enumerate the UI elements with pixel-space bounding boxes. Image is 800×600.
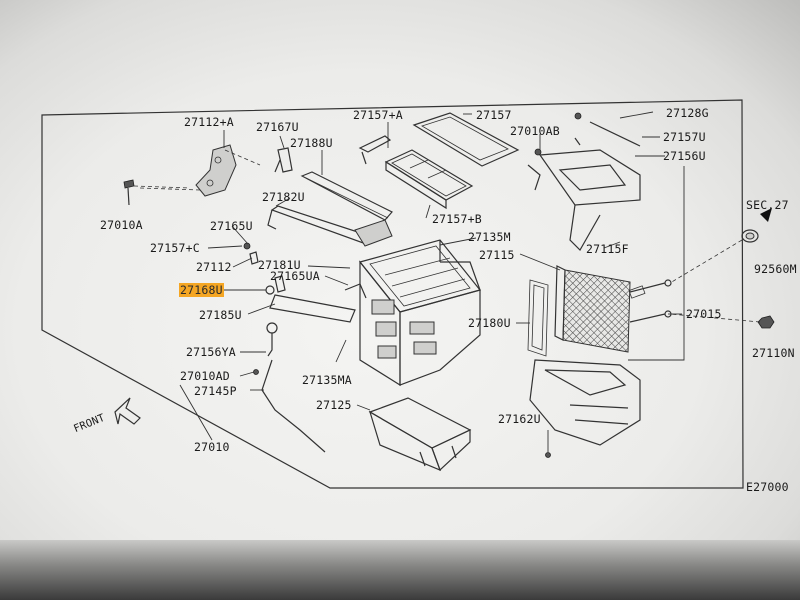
label-27162u: 27162U bbox=[498, 412, 541, 426]
label-sec27: SEC.27 bbox=[746, 198, 789, 212]
label-27110n: 27110N bbox=[752, 346, 795, 360]
label-27156ya: 27156YA bbox=[186, 345, 236, 359]
label-27010a: 27010A bbox=[100, 218, 143, 232]
rod-27128g bbox=[534, 112, 641, 156]
grommet-92560m bbox=[669, 208, 772, 284]
label-27188u: 27188U bbox=[290, 136, 333, 150]
nut-27110n bbox=[669, 313, 775, 329]
label-92560m: 92560M bbox=[754, 262, 797, 276]
label-27157a: 27157+A bbox=[353, 108, 403, 122]
filter-strip-27188u bbox=[300, 171, 393, 221]
label-27010ab: 27010AB bbox=[510, 124, 560, 138]
label-27167u: 27167U bbox=[256, 120, 299, 134]
label-27182u: 27182U bbox=[262, 190, 305, 204]
boundary-outline bbox=[41, 99, 744, 489]
label-27157c: 27157+C bbox=[150, 241, 200, 255]
lever-parts bbox=[243, 242, 367, 323]
label-27157: 27157 bbox=[476, 108, 512, 122]
screw-27010a bbox=[123, 179, 191, 206]
label-27180u: 27180U bbox=[468, 316, 511, 330]
label-27165u: 27165U bbox=[210, 219, 253, 233]
label-27010: 27010 bbox=[194, 440, 230, 454]
filter-frame-27157 bbox=[412, 112, 520, 167]
label-27112: 27112 bbox=[196, 260, 232, 274]
label-27157b: 27157+B bbox=[432, 212, 482, 226]
cable-27156ya bbox=[253, 322, 326, 453]
label-27015: 27015 bbox=[686, 307, 722, 321]
drain-pan-27125 bbox=[368, 397, 472, 472]
label-27115f: 27115F bbox=[586, 242, 629, 256]
link-27167u bbox=[274, 147, 293, 173]
bracket-27156u bbox=[527, 149, 641, 251]
evaporator-27115 bbox=[554, 265, 672, 353]
label-e27000: E27000 bbox=[746, 480, 789, 494]
label-27128g: 27128G bbox=[666, 106, 709, 120]
lower-case-27162u bbox=[529, 359, 641, 458]
actuator-bracket bbox=[139, 144, 261, 197]
label-27112a: 27112+A bbox=[184, 115, 234, 129]
label-27168u-highlighted: 27168U bbox=[179, 283, 224, 297]
label-27135m: 27135M bbox=[468, 230, 511, 244]
seal-27157a bbox=[358, 135, 392, 165]
main-case-27135m bbox=[358, 239, 482, 387]
label-27156u: 27156U bbox=[663, 149, 706, 163]
label-27125: 27125 bbox=[316, 398, 352, 412]
label-27010ad: 27010AD bbox=[180, 369, 230, 383]
label-27185u: 27185U bbox=[199, 308, 242, 322]
monitor-bezel bbox=[0, 540, 800, 600]
label-27145p: 27145P bbox=[194, 384, 237, 398]
front-arrow-icon bbox=[114, 397, 141, 425]
label-27165ua: 27165UA bbox=[270, 269, 320, 283]
seal-27180u bbox=[527, 279, 549, 357]
filter-27157b bbox=[384, 149, 474, 210]
label-27115: 27115 bbox=[479, 248, 515, 262]
label-27135ma: 27135MA bbox=[302, 373, 352, 387]
label-27157u: 27157U bbox=[663, 130, 706, 144]
door-plate bbox=[267, 205, 393, 247]
label-27181u: 27181U bbox=[258, 258, 301, 272]
leader-lines bbox=[179, 111, 685, 452]
